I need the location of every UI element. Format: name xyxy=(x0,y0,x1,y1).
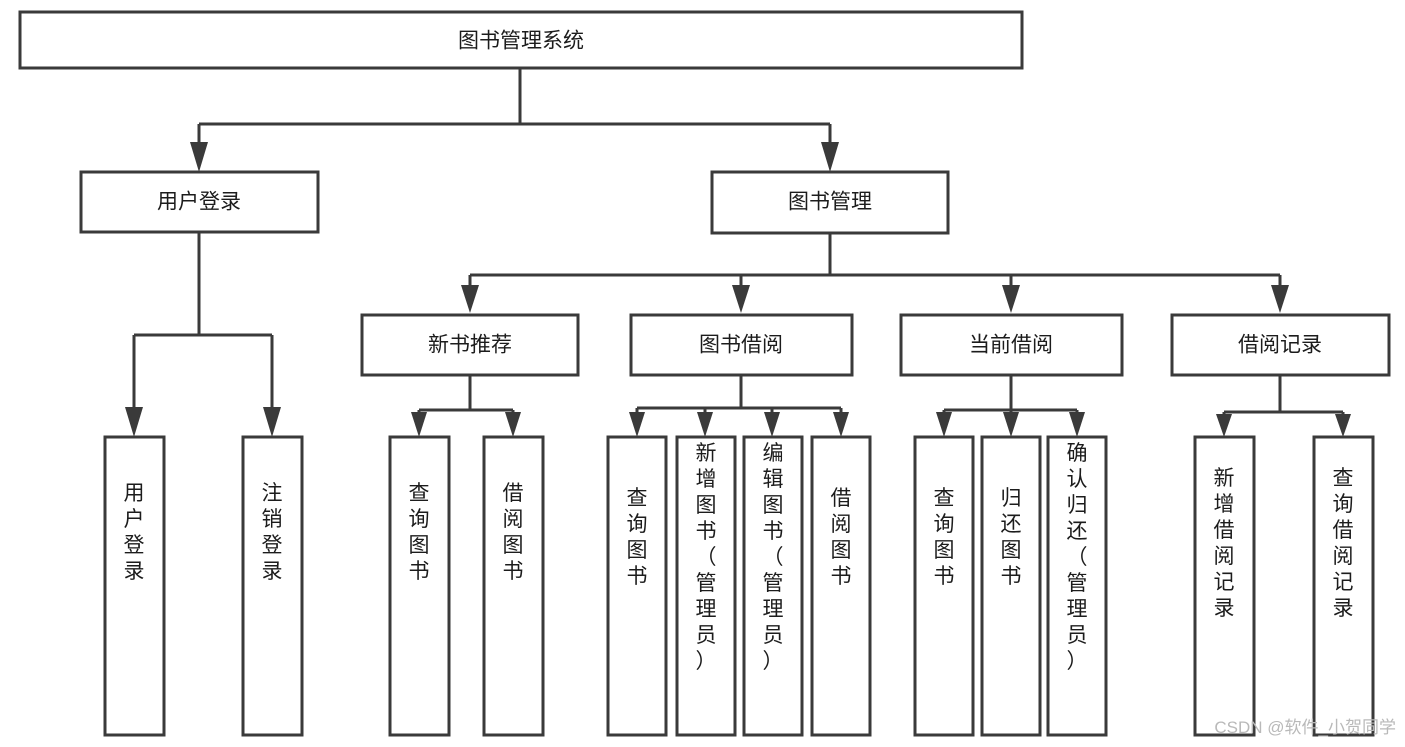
arrowhead-current xyxy=(1002,285,1020,313)
node-leaf-record-query[interactable]: 查询借阅记录 xyxy=(1312,435,1375,737)
node-leaf-newbook-query[interactable]: 查询图书 xyxy=(388,435,451,737)
node-user-login-label: 用户登录 xyxy=(157,191,241,214)
node-leaf-borrow-add-box[interactable] xyxy=(675,435,737,737)
node-current-borrow-box[interactable] xyxy=(899,313,1124,377)
node-user-login[interactable]: 用户登录 xyxy=(79,170,320,234)
node-leaf-borrow-edit-box[interactable] xyxy=(742,435,804,737)
arrowhead-newbook-leaf2 xyxy=(505,412,521,437)
arrowhead-borrow-leaf4 xyxy=(833,412,849,437)
node-leaf-newbook-borrow[interactable]: 借阅图书 xyxy=(482,435,545,737)
node-leaf-user-login[interactable]: 用户登录 xyxy=(103,435,166,737)
arrowhead-userlogin-leaf2 xyxy=(263,407,281,437)
node-leaf-current-return[interactable]: 归还图书 xyxy=(980,435,1042,737)
node-leaf-newbook-borrow-box[interactable] xyxy=(482,435,545,737)
arrowhead-borrow-leaf1 xyxy=(629,412,645,437)
node-leaf-borrow-query[interactable]: 查询图书 xyxy=(606,435,668,737)
node-leaf-borrow-add-label: 新增图书（管理员） xyxy=(696,442,717,673)
node-leaf-current-query-box[interactable] xyxy=(913,435,975,737)
arrowhead-record-leaf1 xyxy=(1216,414,1232,437)
node-leaf-newbook-query-label: 查询图书 xyxy=(409,482,430,583)
node-leaf-current-query-label: 查询图书 xyxy=(934,487,955,588)
node-leaf-current-query[interactable]: 查询图书 xyxy=(913,435,975,737)
node-leaf-record-query-box[interactable] xyxy=(1312,435,1375,737)
node-book-borrow-box[interactable] xyxy=(629,313,854,377)
arrowhead-borrow xyxy=(732,285,750,313)
arrowhead-current-leaf2 xyxy=(1003,412,1019,437)
node-borrow-record[interactable]: 借阅记录 xyxy=(1170,313,1391,377)
node-new-book-recommend-label: 新书推荐 xyxy=(428,334,512,357)
connector-layer xyxy=(125,68,1351,437)
csdn-watermark: CSDN @软件_小贺同学 xyxy=(1214,718,1396,737)
node-leaf-borrow-add[interactable]: 新增图书（管理员） xyxy=(675,435,737,737)
node-leaf-borrow-book[interactable]: 借阅图书 xyxy=(810,435,872,737)
node-new-book-recommend[interactable]: 新书推荐 xyxy=(360,313,580,377)
node-leaf-borrow-book-label: 借阅图书 xyxy=(831,487,852,588)
node-leaf-borrow-query-box[interactable] xyxy=(606,435,668,737)
node-leaf-record-add[interactable]: 新增借阅记录 xyxy=(1193,435,1256,737)
node-borrow-record-box[interactable] xyxy=(1170,313,1391,377)
node-leaf-logout[interactable]: 注销登录 xyxy=(241,435,304,737)
arrowhead-newbook xyxy=(461,285,479,313)
node-leaf-logout-label: 注销登录 xyxy=(262,482,283,583)
arrowhead-newbook-leaf1 xyxy=(411,412,427,437)
arrowhead-current-leaf3 xyxy=(1069,412,1085,437)
node-leaf-current-return-box[interactable] xyxy=(980,435,1042,737)
node-leaf-current-confirm[interactable]: 确认归还（管理员） xyxy=(1046,435,1108,737)
node-leaf-logout-box[interactable] xyxy=(241,435,304,737)
node-new-book-recommend-box[interactable] xyxy=(360,313,580,377)
arrowhead-current-leaf1 xyxy=(936,412,952,437)
node-root-box[interactable] xyxy=(18,10,1024,70)
node-book-management-label: 图书管理 xyxy=(788,191,872,214)
node-root-label: 图书管理系统 xyxy=(458,30,584,53)
node-book-borrow-label: 图书借阅 xyxy=(699,334,783,357)
arrowhead-record xyxy=(1271,285,1289,313)
node-book-borrow[interactable]: 图书借阅 xyxy=(629,313,854,377)
arrowhead-userlogin-leaf1 xyxy=(125,407,143,437)
arrowhead-bookmgmt xyxy=(821,142,839,172)
node-leaf-current-confirm-box[interactable] xyxy=(1046,435,1108,737)
node-leaf-borrow-query-label: 查询图书 xyxy=(627,487,648,588)
node-leaf-borrow-edit-label: 编辑图书（管理员） xyxy=(763,442,784,673)
node-leaf-newbook-query-box[interactable] xyxy=(388,435,451,737)
node-leaf-current-return-label: 归还图书 xyxy=(1001,487,1022,588)
node-book-management[interactable]: 图书管理 xyxy=(710,170,950,235)
node-leaf-borrow-book-box[interactable] xyxy=(810,435,872,737)
node-leaf-newbook-borrow-label: 借阅图书 xyxy=(503,482,524,583)
node-leaf-borrow-edit[interactable]: 编辑图书（管理员） xyxy=(742,435,804,737)
node-user-login-box[interactable] xyxy=(79,170,320,234)
arrowhead-borrow-leaf3 xyxy=(764,412,780,437)
node-book-management-box[interactable] xyxy=(710,170,950,235)
node-current-borrow[interactable]: 当前借阅 xyxy=(899,313,1124,377)
node-root[interactable]: 图书管理系统 xyxy=(18,10,1024,70)
node-borrow-record-label: 借阅记录 xyxy=(1238,334,1322,357)
arrowhead-borrow-leaf2 xyxy=(697,412,713,437)
node-leaf-record-query-label: 查询借阅记录 xyxy=(1333,467,1354,620)
node-leaf-record-add-label: 新增借阅记录 xyxy=(1214,467,1235,620)
node-leaf-current-confirm-label: 确认归还（管理员） xyxy=(1067,442,1088,673)
arrowhead-userlogin xyxy=(190,142,208,172)
arrowhead-record-leaf2 xyxy=(1335,414,1351,437)
node-leaf-user-login-label: 用户登录 xyxy=(124,482,145,583)
node-current-borrow-label: 当前借阅 xyxy=(969,334,1053,357)
node-leaf-user-login-box[interactable] xyxy=(103,435,166,737)
node-leaf-record-add-box[interactable] xyxy=(1193,435,1256,737)
